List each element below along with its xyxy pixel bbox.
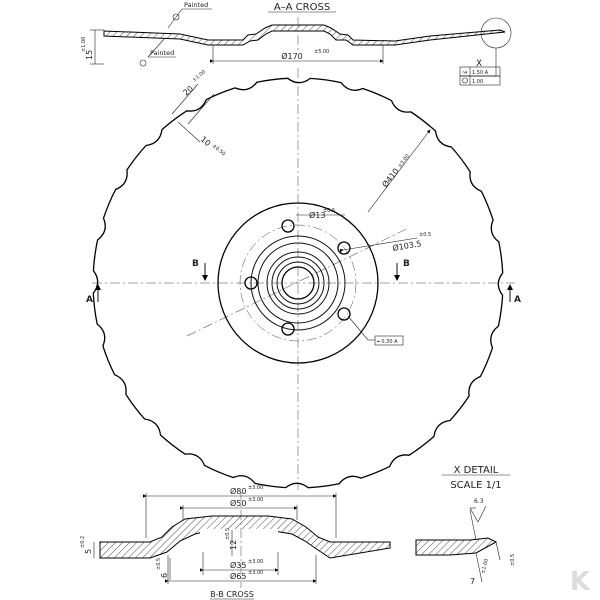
section-b-right: B <box>403 259 410 269</box>
aa-dim-height: 15 <box>85 50 94 60</box>
x-detail-scale: SCALE 1/1 <box>450 480 501 491</box>
x-detail: X DETAIL SCALE 1/1 6.3 ±0.5 7 ±1.00 <box>415 465 516 586</box>
roughness-symbol: 6.3 <box>469 498 487 541</box>
fcf-row1: 1.50 A <box>472 70 489 76</box>
bolt-hole <box>337 241 351 255</box>
position-tolerance-frame: ⌖ 0.30 A <box>347 315 404 346</box>
brand-logo-mark: K <box>570 567 591 597</box>
section-bb: Ø80 ±3.00 Ø50 ±3.00 Ø35 ±3.00 Ø65 ±3.00 … <box>80 485 391 600</box>
bb-dim-5-tol: ±0.2 <box>80 536 86 548</box>
bb-dim-50-tol: ±3.00 <box>248 497 263 503</box>
notch-width-tol: ±1.00 <box>191 69 207 83</box>
feature-control-frame: ↝ 1.50 A 1.00 <box>459 66 501 86</box>
bb-dim-80-tol: ±3.00 <box>248 485 263 491</box>
x-detail-dim-7-tol: ±1.00 <box>480 558 490 574</box>
notch-width: 20 <box>182 84 196 97</box>
section-bb-title: B-B CROSS <box>210 590 254 599</box>
section-b-left: B <box>192 259 199 269</box>
outer-diameter-tol: ±3.00 <box>397 153 411 169</box>
bolt-circle-tol: ±0.5 <box>419 232 431 238</box>
painted-label-top: Painted <box>184 1 208 9</box>
disc-outer-edge <box>92 77 504 489</box>
bolt-hole <box>244 276 258 290</box>
bb-dim-12: 12 <box>229 540 238 550</box>
bb-dim-6: 6 <box>160 573 169 578</box>
section-a-left: A <box>86 295 93 305</box>
bb-dim-12-tol: ±0.5 <box>225 528 231 540</box>
fcf-row2: 1.00 <box>472 79 483 85</box>
section-aa: A–A CROSS Painted Painted 15 ±1.00 Ø170 … <box>81 1 512 86</box>
bolt-hole <box>337 307 351 321</box>
section-aa-profile <box>103 24 506 46</box>
bb-dim-35-tol: ±3.00 <box>248 559 263 565</box>
section-bb-profile <box>99 515 391 559</box>
bb-dim-80: Ø80 <box>230 486 246 496</box>
bolt-hole <box>281 322 295 336</box>
x-detail-right-tol: ±0.5 <box>510 554 516 566</box>
hole-diameter: Ø13 <box>309 210 325 220</box>
painted-label-bottom: Painted <box>150 49 174 57</box>
bb-dim-6-tol: ±0.5 <box>156 558 162 570</box>
position-tolerance: ⌖ 0.30 A <box>377 339 398 345</box>
x-detail-dim-7: 7 <box>470 577 475 586</box>
notch-depth: 10 <box>199 135 213 148</box>
detail-x-ref: X <box>476 59 482 69</box>
bb-dim-65: Ø65 <box>230 571 246 581</box>
center-bore <box>281 266 315 300</box>
bb-dim-5: 5 <box>84 549 93 554</box>
x-detail-title: X DETAIL <box>454 465 499 476</box>
bb-dim-50: Ø50 <box>230 498 246 508</box>
bolt-hole <box>281 219 295 233</box>
aa-dim-height-tol: ±1.00 <box>81 37 87 52</box>
section-a-right: A <box>514 295 521 305</box>
hub-step-outer <box>250 235 346 331</box>
x-detail-profile <box>415 537 498 556</box>
aa-dim-width: Ø170 <box>281 51 303 61</box>
brand-logo: K <box>570 567 591 597</box>
front-view: Ø13 ±0.5 Ø103.5 ±0.5 ⌖ 0.30 A Ø410 ±3.00… <box>86 68 521 490</box>
hole-diameter-tol: ±0.5 <box>323 208 335 214</box>
bb-dim-65-tol: ±3.00 <box>248 570 263 576</box>
svg-text:↝: ↝ <box>462 69 467 76</box>
section-aa-title: A–A CROSS <box>274 2 330 13</box>
aa-dim-width-tol: ±5.00 <box>314 49 329 55</box>
hub-flange <box>217 202 379 364</box>
bb-dim-35: Ø35 <box>230 560 246 570</box>
bolt-circle-diameter: Ø103.5 <box>392 238 422 253</box>
notch-depth-tol: ±0.50 <box>211 143 227 157</box>
outer-diameter: Ø410 <box>380 166 401 189</box>
roughness-value: 6.3 <box>474 498 484 505</box>
